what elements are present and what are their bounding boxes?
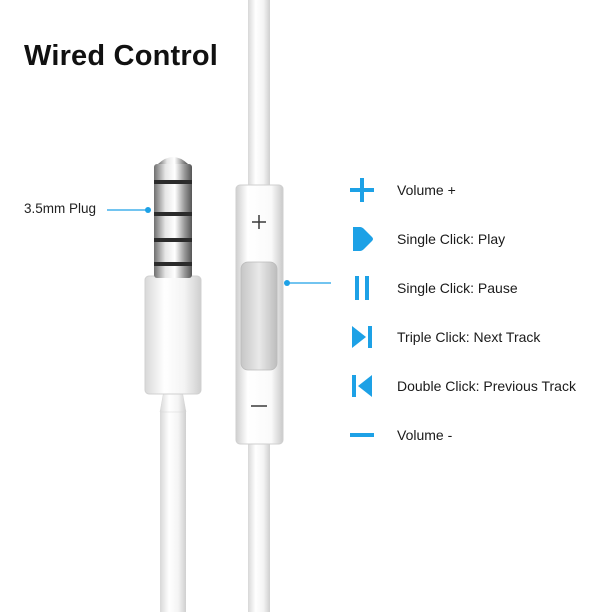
legend-item-play: Single Click: Play: [346, 219, 612, 259]
minus-icon: [346, 419, 378, 451]
remote-control: [235, 184, 284, 445]
legend-item-next-track: Triple Click: Next Track: [346, 317, 612, 357]
page-title: Wired Control: [24, 40, 219, 72]
legend-label: Single Click: Play: [397, 231, 506, 247]
remote-cable: [248, 0, 270, 612]
previous-track-icon: [346, 370, 378, 402]
legend-label: Single Click: Pause: [397, 280, 518, 296]
play-icon: [346, 223, 378, 255]
plug-cable: [159, 389, 187, 612]
legend-item-previous-track: Double Click: Previous Track: [346, 366, 612, 406]
legend-label: Volume -: [397, 427, 453, 443]
next-track-icon: [346, 321, 378, 353]
pause-icon: [346, 272, 378, 304]
remote-plus-icon: [252, 215, 266, 229]
legend-label: Triple Click: Next Track: [397, 329, 541, 345]
plug-label: 3.5mm Plug: [24, 201, 97, 216]
plus-icon: [346, 174, 378, 206]
legend-item-volume-down: Volume -: [346, 415, 612, 455]
legend-item-volume-up: Volume +: [346, 170, 612, 210]
plug-jack: [154, 157, 192, 278]
legend-item-pause: Single Click: Pause: [346, 268, 612, 308]
plug-leader-line: [107, 207, 151, 213]
legend-label: Double Click: Previous Track: [397, 378, 576, 394]
plug-housing: [144, 275, 202, 395]
remote-leader-line: [284, 280, 331, 286]
legend-label: Volume +: [397, 182, 456, 198]
